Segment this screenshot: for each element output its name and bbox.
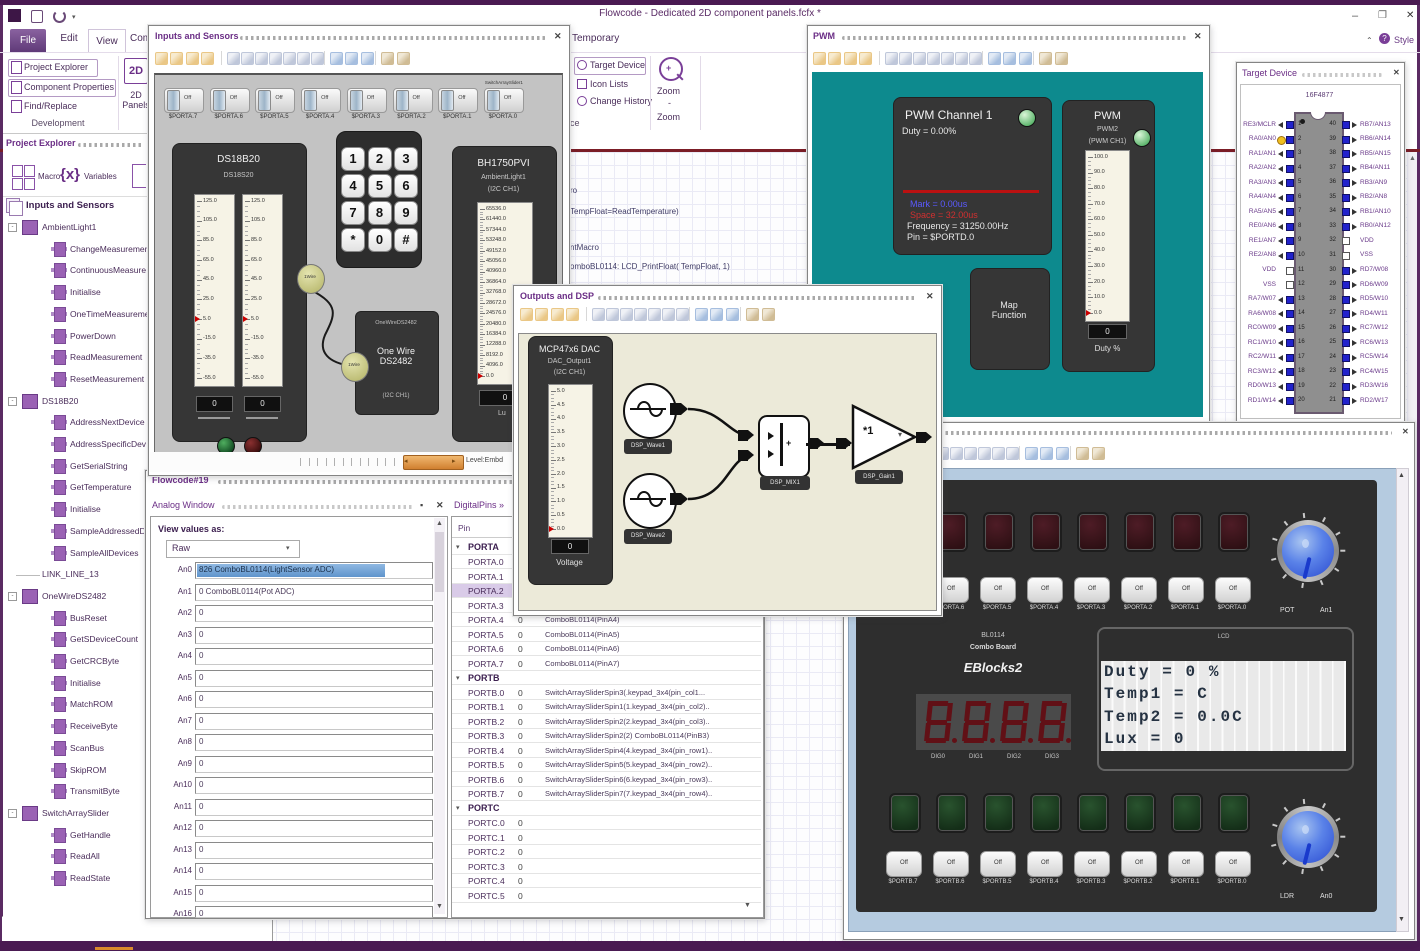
svg-text:*1: *1 — [863, 425, 873, 437]
